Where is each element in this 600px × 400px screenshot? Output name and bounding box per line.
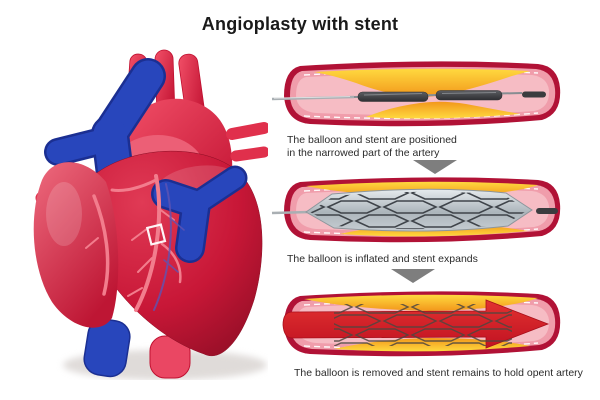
- heart-illustration: [33, 49, 268, 380]
- guidewire: [271, 95, 355, 101]
- folded-balloon-segment: [435, 90, 503, 101]
- stage-1-caption: The balloon and stent are positioned in …: [287, 134, 457, 160]
- stage-3-caption: The balloon is removed and stent remains…: [294, 367, 583, 380]
- plaque-top: [314, 68, 530, 97]
- artery-stage-1-balloon-positioned: [271, 61, 561, 127]
- guidewire-tip: [536, 208, 558, 214]
- plaque-bottom: [366, 101, 520, 119]
- caption-line: in the narrowed part of the artery: [287, 147, 440, 159]
- atrium-highlight: [46, 182, 82, 246]
- artery-location-marker: [145, 223, 167, 246]
- stent-mesh-remaining: [334, 304, 512, 346]
- down-arrow-icon: [391, 269, 435, 283]
- guidewire-tip: [522, 91, 546, 98]
- right-pulmonary-vein-stubs: [226, 122, 268, 162]
- inferior-vena-cava-vessel: [83, 318, 131, 378]
- caption-line: The balloon is inflated and stent expand…: [287, 253, 478, 265]
- caption-line: The balloon is removed and stent remains…: [294, 367, 583, 379]
- artery-stage-3-stent-remains: [282, 291, 561, 357]
- cardiac-veins: [153, 183, 185, 311]
- catheter-with-folded-balloon: [271, 90, 546, 102]
- stent-mesh: [310, 191, 528, 230]
- page-title: Angioplasty with stent: [201, 14, 399, 34]
- pulmonary-vessel-right-branch: [151, 165, 248, 263]
- down-arrow-icon: [413, 160, 457, 174]
- caption-line: The balloon and stent are positioned: [287, 134, 457, 146]
- artery-stage-2-stent-expanded: [271, 177, 561, 243]
- stage-2-caption: The balloon is inflated and stent expand…: [287, 253, 478, 266]
- guidewire: [271, 210, 311, 215]
